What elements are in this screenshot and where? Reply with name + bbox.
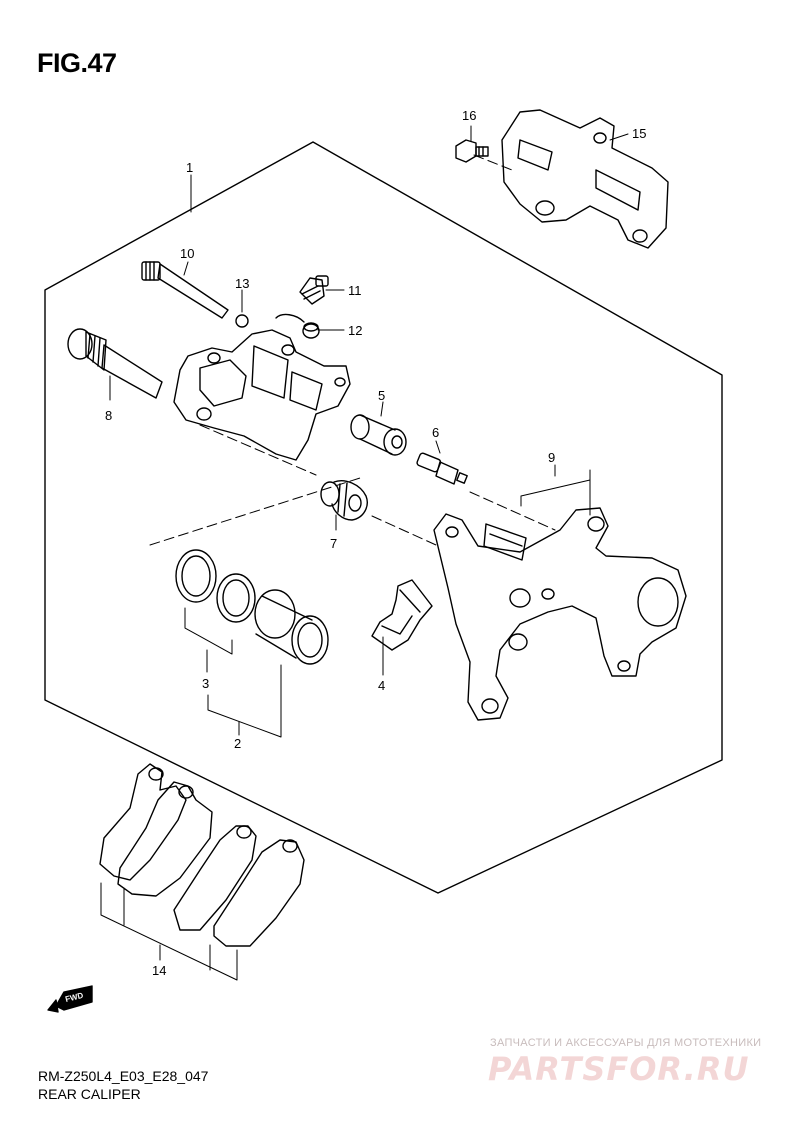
caliper-bracket-9-icon bbox=[433, 507, 687, 721]
watermark-tagline: ЗАПЧАСТИ И АКСЕССУАРЫ ДЛЯ МОТОТЕХНИКИ bbox=[490, 1037, 762, 1049]
slide-bushing-5-icon bbox=[350, 414, 407, 456]
forward-direction-icon bbox=[47, 985, 93, 1013]
watermark-brand: PARTSFOR.RU bbox=[488, 1050, 750, 1088]
piston-seals-3-icon bbox=[175, 549, 256, 623]
slide-pin-10-icon bbox=[141, 261, 229, 319]
leader-lines bbox=[100, 125, 629, 981]
bleeder-cap-12-icon bbox=[275, 313, 320, 339]
diagram-code: RM-Z250L4_E03_E28_047 bbox=[38, 1068, 209, 1084]
callout-16: 16 bbox=[462, 108, 476, 123]
bolt-16-icon bbox=[455, 139, 489, 163]
callout-8: 8 bbox=[105, 408, 112, 423]
callout-2: 2 bbox=[234, 736, 241, 751]
fwd-label: FWD bbox=[64, 991, 84, 1004]
callout-13: 13 bbox=[235, 276, 249, 291]
caliper-body-icon bbox=[173, 329, 351, 461]
caliper-pin-6-icon bbox=[416, 452, 468, 485]
callout-4: 4 bbox=[378, 678, 385, 693]
callout-15: 15 bbox=[632, 126, 646, 141]
callout-11: 11 bbox=[348, 283, 362, 298]
callout-1: 1 bbox=[186, 160, 193, 175]
slide-pin-8-icon bbox=[67, 328, 163, 399]
assembly-boundary bbox=[44, 141, 723, 894]
diagram-name: REAR CALIPER bbox=[38, 1086, 141, 1102]
bleeder-valve-11-icon bbox=[299, 275, 329, 305]
dust-boot-7-icon bbox=[320, 480, 368, 521]
callout-12: 12 bbox=[348, 323, 362, 338]
callout-5: 5 bbox=[378, 388, 385, 403]
brake-pads-14-icon bbox=[99, 763, 305, 947]
callout-labels: 1 2 3 4 5 6 7 8 9 10 11 12 13 14 15 16 bbox=[105, 108, 646, 978]
callout-14: 14 bbox=[152, 963, 166, 978]
callout-3: 3 bbox=[202, 676, 209, 691]
pad-spring-4-icon bbox=[371, 579, 433, 651]
callout-7: 7 bbox=[330, 536, 337, 551]
mounting-bracket-15-icon bbox=[501, 109, 669, 249]
callout-9: 9 bbox=[548, 450, 555, 465]
o-ring-13-icon bbox=[235, 314, 249, 328]
callout-10: 10 bbox=[180, 246, 194, 261]
alignment-lines bbox=[149, 154, 556, 546]
figure-title: FIG.47 bbox=[37, 48, 117, 78]
callout-6: 6 bbox=[432, 425, 439, 440]
piston-2-icon bbox=[254, 589, 329, 665]
